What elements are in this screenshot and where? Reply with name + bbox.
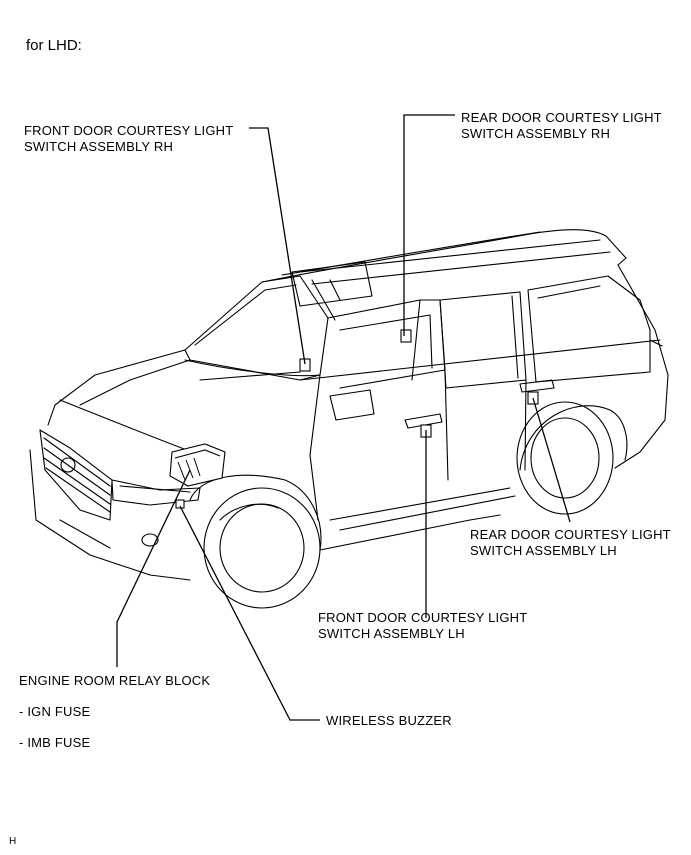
label-front-door-switch-lh: FRONT DOOR COURTESY LIGHT SWITCH ASSEMBL…	[318, 610, 527, 642]
label-wireless-buzzer: WIRELESS BUZZER	[326, 713, 452, 728]
wireless-buzzer-part	[175, 499, 185, 509]
label-rear-door-switch-lh: REAR DOOR COURTESY LIGHT SWITCH ASSEMBLY…	[470, 527, 671, 559]
label-front-door-switch-lh-line2: SWITCH ASSEMBLY LH	[318, 626, 465, 641]
suv-line-drawing	[29, 229, 669, 609]
label-front-door-switch-rh-line2: SWITCH ASSEMBLY RH	[24, 139, 174, 154]
leader-front-door-switch-rh	[249, 127, 306, 365]
label-front-door-switch-lh-line1: FRONT DOOR COURTESY LIGHT	[318, 610, 528, 625]
leader-rear-door-switch-lh	[532, 397, 571, 523]
label-front-door-switch-rh-line1: FRONT DOOR COURTESY LIGHT	[24, 123, 234, 138]
label-rear-door-switch-lh-line2: SWITCH ASSEMBLY LH	[470, 543, 617, 558]
label-ign-fuse: - IGN FUSE	[19, 704, 91, 719]
label-rear-door-switch-lh-line1: REAR DOOR COURTESY LIGHT	[470, 527, 671, 542]
label-rear-door-switch-rh-line1: REAR DOOR COURTESY LIGHT	[461, 110, 662, 125]
front-door-switch-rh-part	[299, 358, 311, 372]
engine-room-relay-block-part	[169, 443, 226, 487]
label-engine-room-relay-block: ENGINE ROOM RELAY BLOCK	[19, 673, 211, 688]
label-front-door-switch-rh: FRONT DOOR COURTESY LIGHT SWITCH ASSEMBL…	[24, 123, 233, 155]
leader-wireless-buzzer	[179, 505, 320, 721]
label-rear-door-switch-rh-line2: SWITCH ASSEMBLY RH	[461, 126, 611, 141]
label-rear-door-switch-rh: REAR DOOR COURTESY LIGHT SWITCH ASSEMBLY…	[461, 110, 662, 142]
leader-rear-door-switch-rh	[403, 114, 455, 336]
corner-mark: H	[9, 836, 17, 847]
page-title: for LHD:	[26, 37, 82, 54]
rear-door-switch-rh-part	[400, 329, 412, 343]
leader-engine-room-relay-block	[116, 469, 191, 667]
label-imb-fuse: - IMB FUSE	[19, 735, 91, 750]
